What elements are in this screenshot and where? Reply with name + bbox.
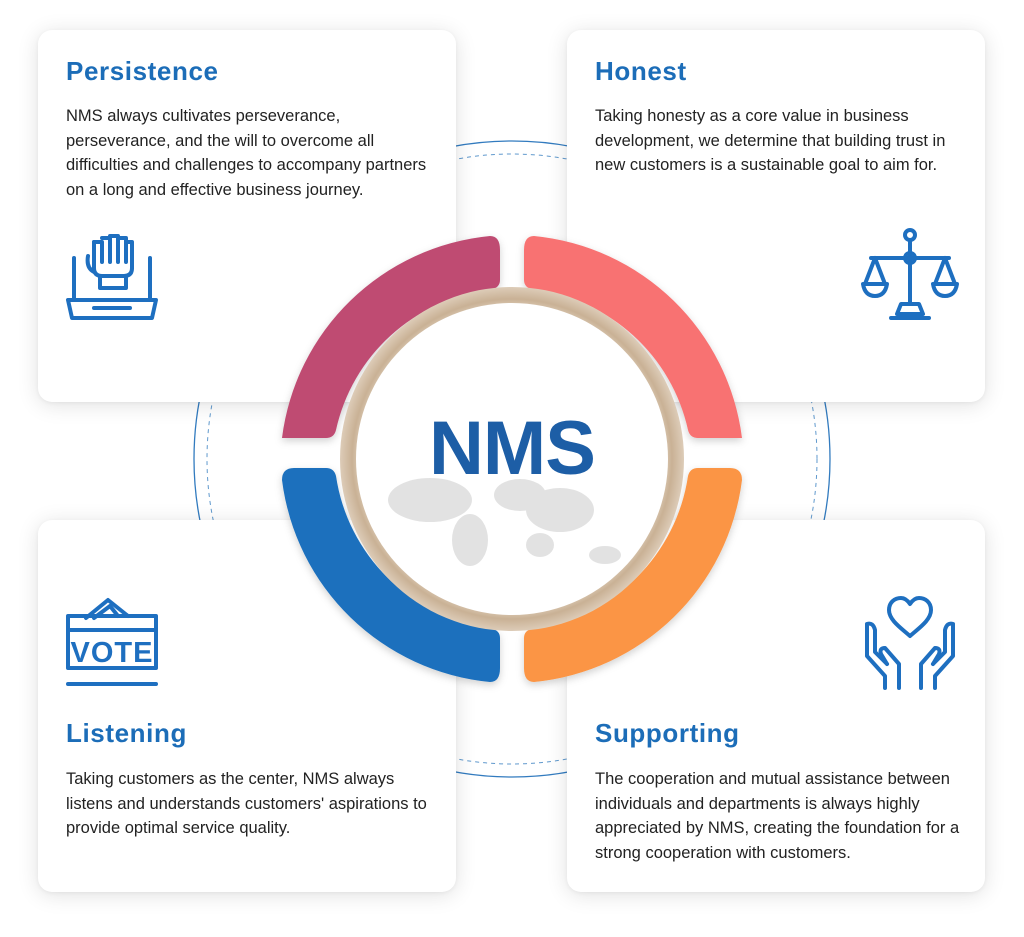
card-honest: Honest Taking honesty as a core value in… [567,30,985,402]
heart-in-hands-icon [865,596,955,690]
vote-label: VOTE [71,637,154,669]
vote-box-icon: VOTE [66,598,158,686]
card-text-honest: Taking honesty as a core value in busine… [595,107,946,174]
card-listening: VOTE Listening Taking customers as the c… [38,520,456,892]
raised-fist-icon [66,234,158,320]
card-supporting: Supporting The cooperation and mutual as… [567,520,985,892]
card-title-honest: Honest [595,56,687,86]
balance-scale-icon [861,228,959,320]
card-title-listening: Listening [66,718,187,748]
card-text-supporting: The cooperation and mutual assistance be… [595,770,960,862]
card-text-listening: Taking customers as the center, NMS alwa… [66,770,427,837]
center-brand-label: NMS [429,406,596,491]
card-persistence: Persistence NMS always cultivates persev… [38,30,456,402]
card-title-supporting: Supporting [595,718,740,748]
card-text-persistence: NMS always cultivates perseverance, pers… [66,107,427,199]
card-title-persistence: Persistence [66,56,219,86]
